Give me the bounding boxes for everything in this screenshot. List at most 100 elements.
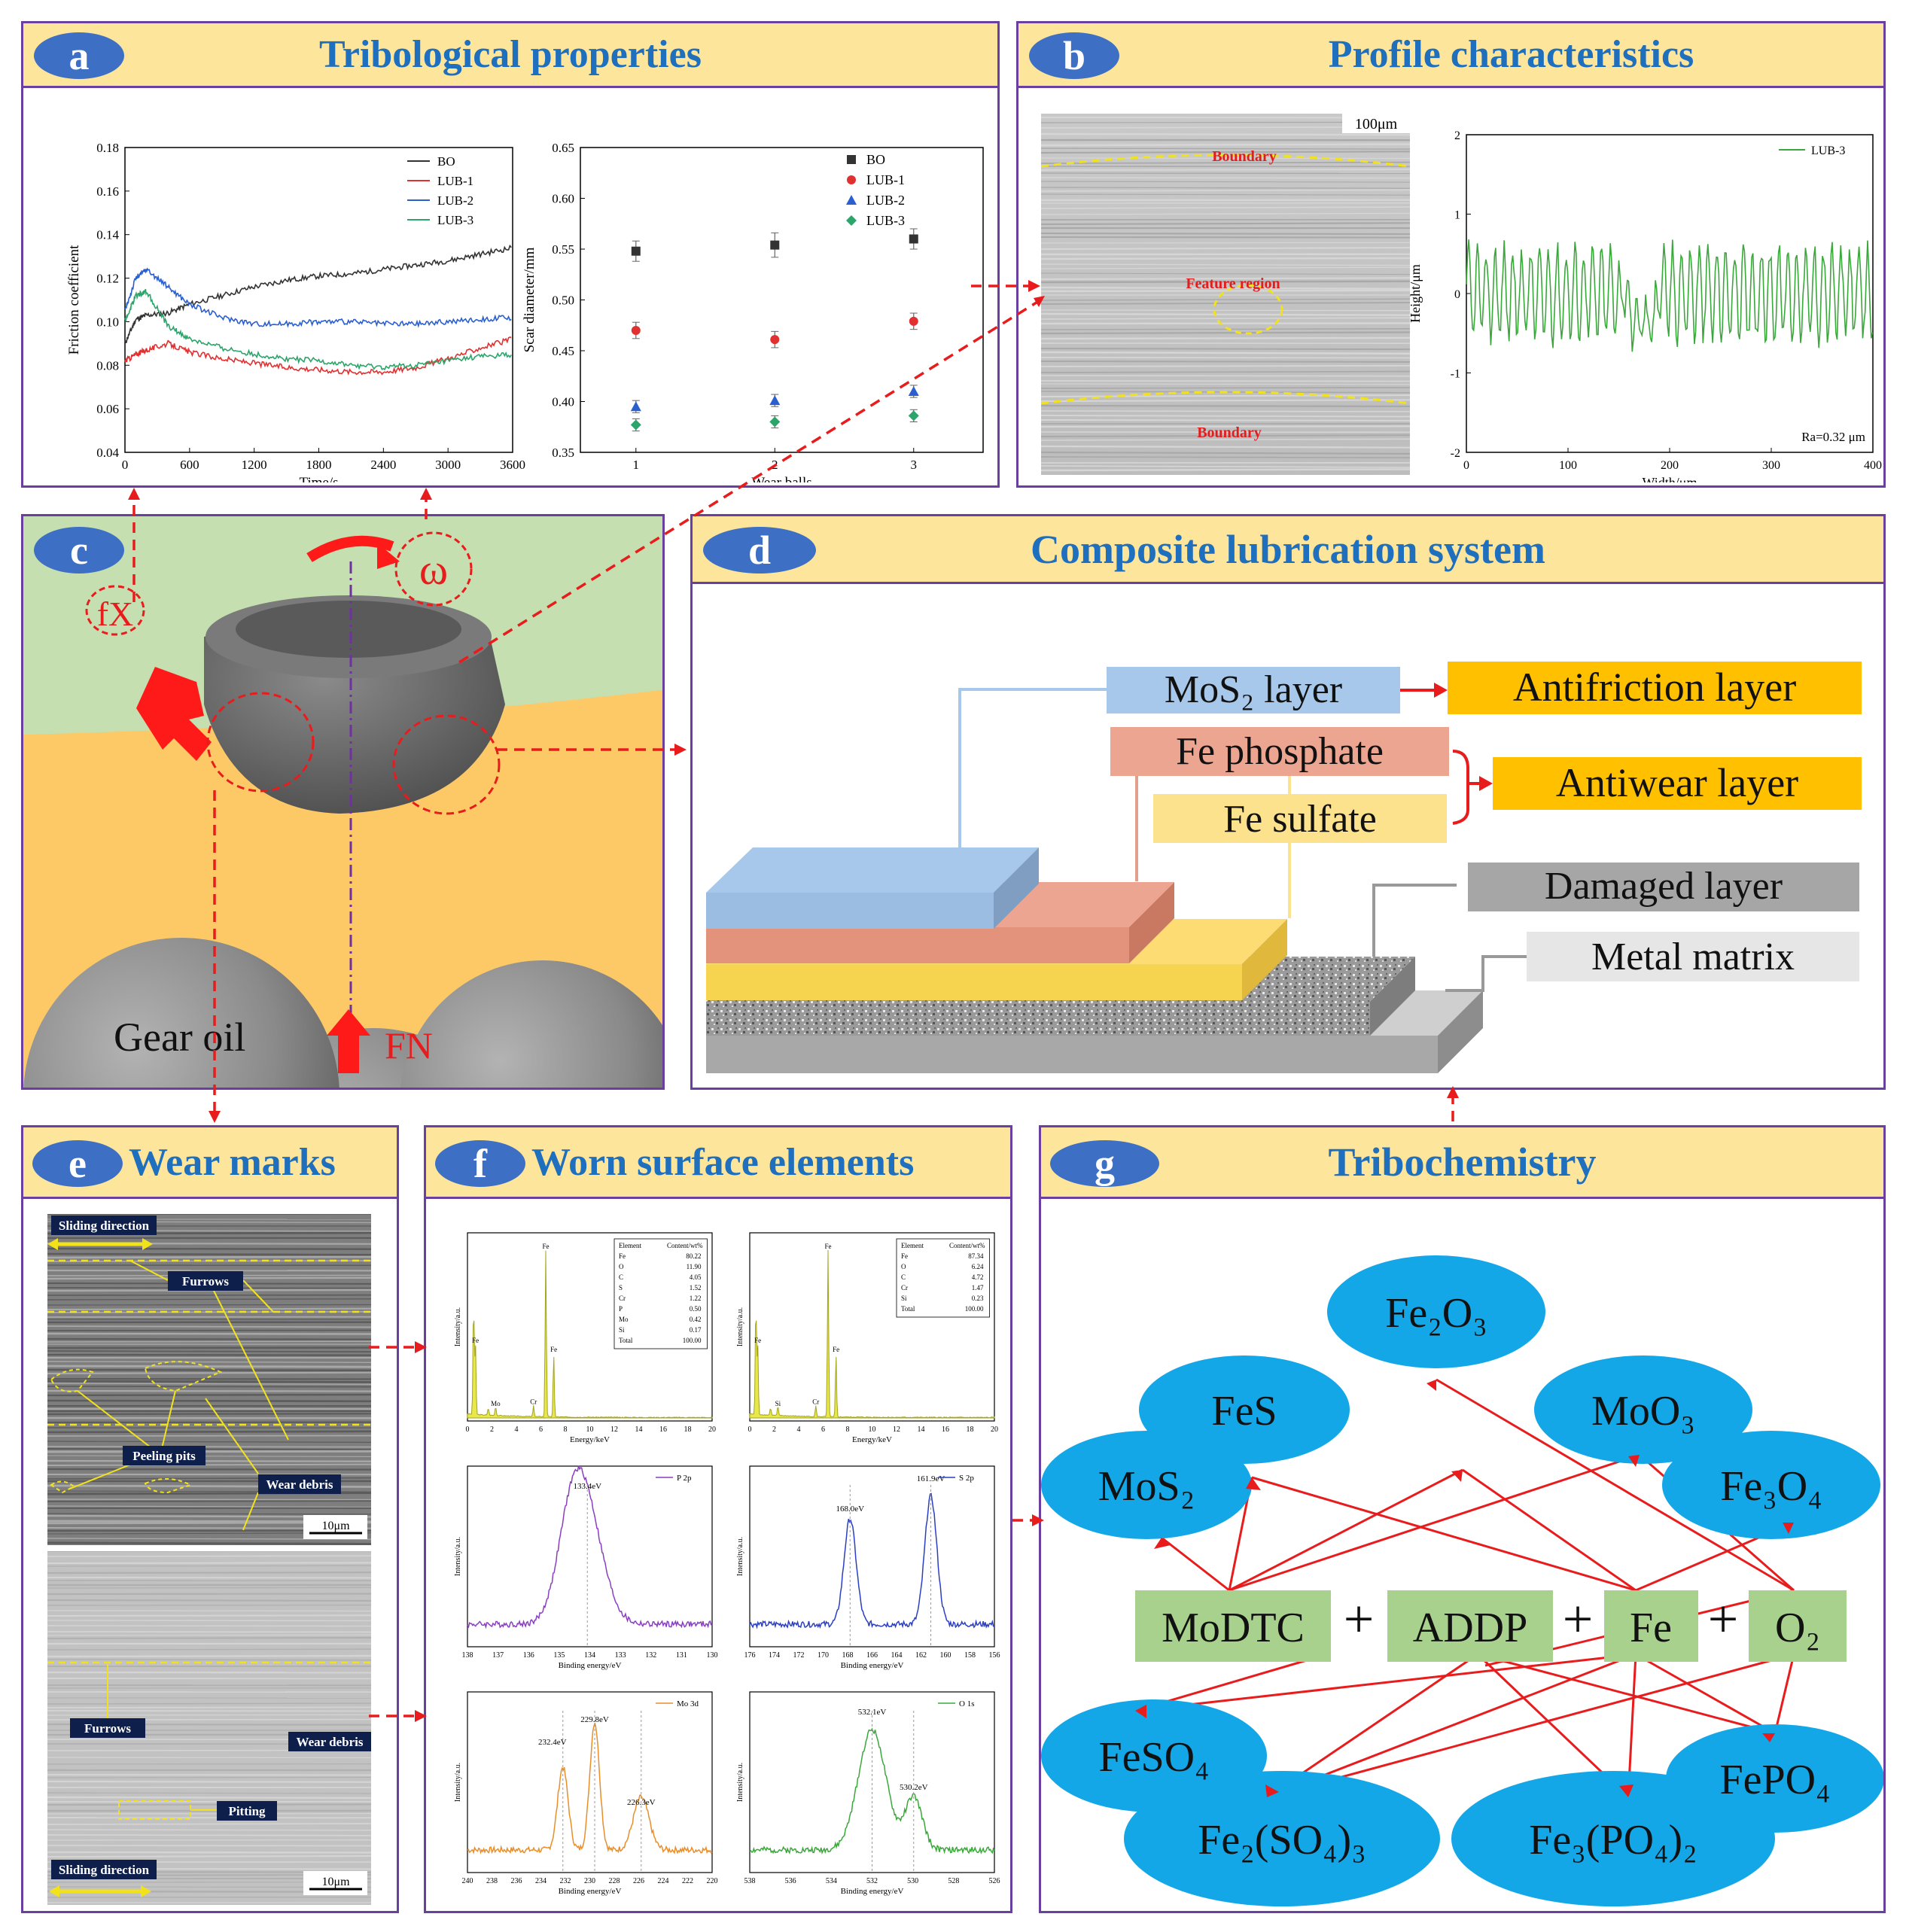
groove-line — [47, 1834, 371, 1836]
spectrum-frame — [749, 1465, 995, 1648]
scratch-line — [1041, 364, 1410, 367]
groove-line — [47, 1304, 371, 1306]
panel-a-badge: a — [34, 32, 124, 79]
xps-spectrum — [749, 1492, 995, 1629]
table-cell: Cr — [901, 1284, 908, 1292]
x-tick-label: 8 — [846, 1425, 850, 1434]
plus-sign-2: + — [1563, 1589, 1594, 1649]
x-tick-label: 18 — [684, 1425, 692, 1434]
panel-b-header: b Profile characteristics — [1018, 23, 1883, 88]
groove-line — [47, 1855, 371, 1858]
x-tick-label: 0 — [748, 1425, 752, 1434]
scratch-line — [1041, 298, 1410, 301]
legend-entry: LUB-3 — [437, 213, 473, 227]
legend-entry: BO — [866, 152, 885, 167]
groove-line — [47, 1714, 371, 1716]
x-tick-label: 6 — [821, 1425, 825, 1434]
xps-spectrum — [467, 1465, 713, 1629]
groove-line — [47, 1413, 371, 1416]
element-table — [614, 1238, 708, 1349]
x-tick-label: 166 — [866, 1651, 878, 1660]
groove-line — [47, 1614, 371, 1617]
groove-line — [47, 1252, 371, 1256]
peak-label: 229.8eV — [580, 1715, 609, 1724]
scratch-line — [1041, 222, 1410, 226]
legend-entry: LUB-1 — [437, 174, 473, 188]
x-tick-label: 2 — [490, 1425, 494, 1434]
groove-line — [47, 1780, 371, 1783]
peak-label: 161.9eV — [917, 1474, 945, 1483]
scratch-line — [1041, 456, 1410, 458]
x-tick-label: 10 — [869, 1425, 876, 1434]
data-point-LUB-1 — [770, 335, 780, 345]
x-tick-label: 160 — [940, 1651, 951, 1660]
x-tick-label: 130 — [707, 1651, 718, 1660]
x-tick-label: 1800 — [306, 458, 332, 472]
table-cell: O — [901, 1263, 906, 1270]
xps-spectrum — [467, 1723, 713, 1855]
x-tick-label: 168 — [842, 1651, 854, 1660]
x-axis-label: Energy/keV — [570, 1435, 610, 1444]
table-cell: 80.22 — [686, 1252, 701, 1260]
groove-line — [47, 1325, 371, 1328]
x-tick-label: 538 — [744, 1877, 756, 1885]
data-point-LUB-2 — [769, 395, 781, 406]
profile-line — [1466, 239, 1874, 352]
x-tick-label: 12 — [610, 1425, 618, 1434]
legend-entry: P 2p — [677, 1474, 692, 1483]
groove-line — [47, 1587, 371, 1589]
x-axis-label: Binding energy/eV — [841, 1661, 904, 1670]
fe-sulfate-label: Fe sulfate — [1223, 798, 1377, 841]
y-axis-label: Intensity/a.u. — [736, 1763, 744, 1802]
y-tick-label: 0.45 — [552, 344, 574, 358]
peak-label: Fe — [543, 1243, 550, 1250]
data-point-LUB-1 — [631, 326, 641, 335]
y-tick-label: 1 — [1454, 209, 1460, 222]
spectrum-frame — [749, 1232, 995, 1422]
groove-line — [47, 1571, 371, 1575]
scratch-line — [1041, 246, 1410, 251]
groove-line — [47, 1654, 371, 1658]
panel-g-header: g Tribochemistry — [1041, 1127, 1883, 1199]
panel-g-badge: g — [1050, 1140, 1159, 1187]
y-tick-label: 0.14 — [96, 228, 119, 242]
x-tick-label: 530 — [907, 1877, 918, 1885]
scratch-line — [1041, 189, 1410, 192]
panel-a-title: Tribological properties — [319, 33, 702, 76]
profile-micrograph: 100μm Boundary Feature region Boundary — [1041, 114, 1410, 475]
groove-line — [47, 1498, 371, 1501]
gear-oil-label: Gear oil — [114, 1015, 245, 1060]
panel-e-title: Wear marks — [129, 1140, 336, 1184]
groove-line — [47, 1389, 371, 1392]
peak-label: Cr — [812, 1398, 819, 1406]
legend-entry: LUB-3 — [866, 213, 905, 228]
fe2so43-node: Fe₂(SO₄)₃ — [1198, 1817, 1366, 1864]
data-point-BO — [909, 234, 918, 244]
scratch-line — [1041, 438, 1410, 441]
e-peeling-pits: Peeling pits — [132, 1449, 196, 1463]
y-axis-label: Scar diameter/mm — [522, 247, 537, 352]
y-tick-label: 0.16 — [96, 184, 119, 199]
scratch-line — [1041, 280, 1410, 284]
metal-matrix-label: Metal matrix — [1591, 936, 1795, 978]
groove-line — [47, 1350, 371, 1352]
e-scale-2: 10μm — [321, 1876, 350, 1888]
e-scale-1: 10μm — [321, 1520, 350, 1532]
o2-reactant: O₂ — [1775, 1605, 1820, 1651]
b-boundary-bottom: Boundary — [1197, 424, 1262, 441]
data-point-BO — [770, 240, 780, 250]
x-tick-label: 230 — [584, 1877, 595, 1885]
x-tick-label: 4 — [797, 1425, 801, 1434]
y-axis-label: Intensity/a.u. — [454, 1537, 462, 1576]
scratch-line — [1041, 360, 1410, 363]
peak-label: 168.0eV — [836, 1505, 864, 1514]
fepo4-node: FePO₄ — [1719, 1757, 1830, 1803]
antifriction-layer-label: Antifriction layer — [1513, 665, 1796, 710]
y-tick-label: 0.55 — [552, 242, 574, 257]
spectrum-frame — [467, 1691, 713, 1873]
data-point-LUB-2 — [908, 386, 919, 396]
data-point-LUB-2 — [630, 401, 641, 412]
table-cell: S — [619, 1284, 623, 1292]
